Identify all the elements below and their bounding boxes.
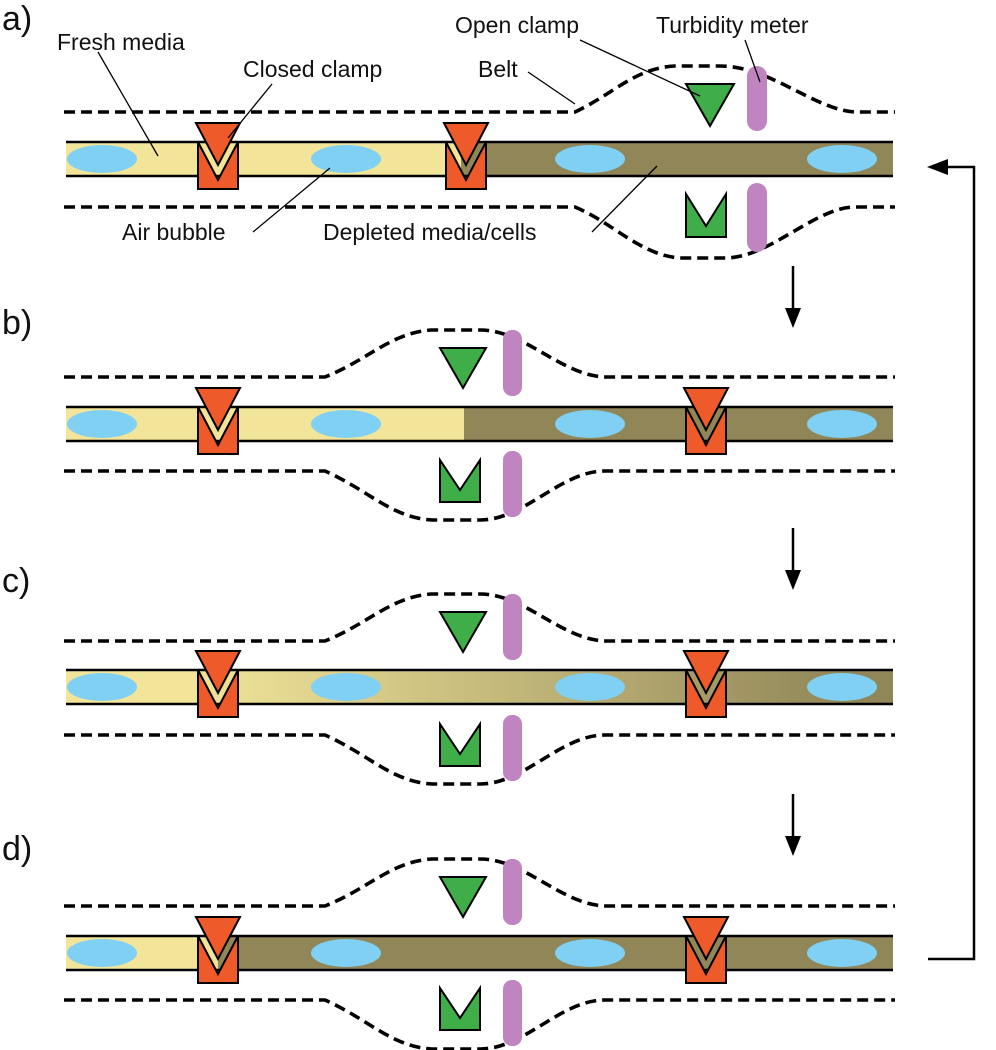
belt-label: Belt — [478, 56, 518, 82]
closed-clamp-label: Closed clamp — [243, 56, 382, 82]
arrow-down-icon — [785, 794, 801, 856]
air-bubble — [67, 673, 137, 701]
closed-clamp — [194, 387, 242, 455]
belt-upper — [64, 64, 895, 114]
closed-clamp — [194, 916, 242, 984]
turbidity-meter — [747, 66, 767, 131]
air-bubble — [311, 410, 381, 438]
air-bubble — [555, 145, 625, 173]
belt-lower — [64, 469, 895, 522]
panel-b: b) — [2, 304, 895, 522]
belt-lower — [64, 998, 895, 1050]
fresh-media-label: Fresh media — [57, 29, 185, 55]
air-bubble — [807, 145, 877, 173]
turbidity-meter — [503, 859, 522, 925]
air-bubble — [807, 673, 877, 701]
air-bubble — [67, 410, 137, 438]
tube — [66, 405, 893, 443]
air-bubble — [311, 145, 381, 173]
turbidity-meter — [747, 183, 767, 252]
panel-b-label: b) — [2, 304, 32, 342]
air-bubble — [807, 939, 877, 967]
belt-upper — [64, 592, 895, 643]
turbidity-meter — [503, 980, 522, 1046]
panel-a-label: a) — [2, 0, 32, 38]
belt-upper — [64, 857, 895, 908]
panel-d-label: d) — [2, 830, 32, 868]
air-bubble-label: Air bubble — [122, 219, 226, 245]
turbidity-meter — [503, 715, 522, 781]
air-bubble — [555, 673, 625, 701]
turbidity-meter — [503, 594, 522, 660]
closed-clamp — [194, 122, 242, 190]
open-clamp — [438, 347, 488, 503]
air-bubble — [67, 939, 137, 967]
tube — [66, 934, 893, 972]
belt-lower — [64, 733, 895, 786]
closed-clamp — [442, 122, 490, 190]
air-bubble — [311, 939, 381, 967]
belt-lower — [64, 205, 895, 260]
open-clamp-label: Open clamp — [455, 12, 579, 38]
panel-a: a) — [2, 0, 895, 260]
air-bubble — [67, 145, 137, 173]
air-bubble — [311, 673, 381, 701]
arrow-down-icon — [785, 266, 801, 328]
turbidity-meter-label: Turbidity meter — [656, 12, 809, 38]
closed-clamp — [194, 650, 242, 718]
return-arrow-icon — [927, 159, 976, 961]
panel-c: c) — [2, 562, 895, 786]
closed-clamp — [682, 387, 730, 455]
open-clamp — [438, 611, 488, 767]
closed-clamp — [682, 916, 730, 984]
air-bubble — [555, 939, 625, 967]
closed-clamp — [682, 650, 730, 718]
tube — [66, 140, 893, 178]
panel-c-label: c) — [2, 562, 30, 600]
panel-d: d) — [2, 830, 895, 1050]
turbidity-meter — [503, 451, 522, 517]
tube — [66, 668, 893, 706]
air-bubble — [807, 410, 877, 438]
turbidity-meter — [503, 330, 522, 396]
open-clamp — [438, 876, 488, 1031]
arrow-down-icon — [785, 528, 801, 590]
depleted-media-label: Depleted media/cells — [323, 219, 537, 245]
air-bubble — [555, 410, 625, 438]
belt-upper — [64, 328, 895, 379]
